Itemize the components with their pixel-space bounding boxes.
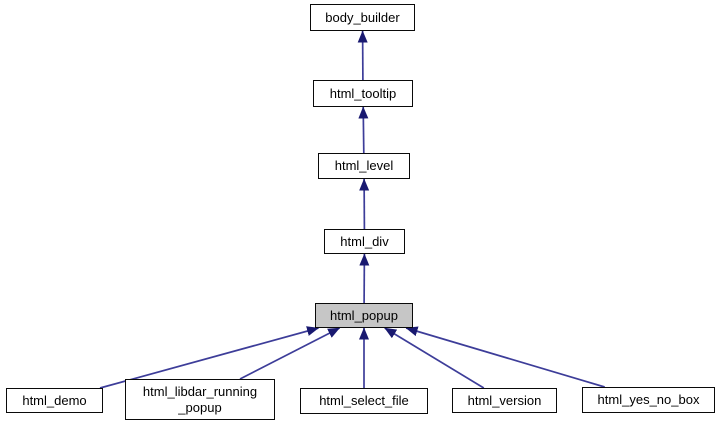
class-node-html_tooltip[interactable]: html_tooltip [313, 80, 413, 107]
class-label: html_popup [330, 307, 398, 323]
class-label: html_level [334, 158, 394, 173]
inheritance-edge-html_yes_no_box-to-html_popup [405, 326, 605, 388]
class-node-html_div[interactable]: html_div [324, 229, 405, 254]
class-label: _popup [178, 399, 222, 415]
inheritance-edge-html_libdar_running_popup-to-html_popup [239, 327, 341, 380]
class-label: html_tooltip [329, 85, 397, 101]
class-node-html_select_file[interactable]: html_select_file [300, 388, 428, 414]
class-node-html_popup: html_popup [315, 303, 413, 328]
class-node-html_yes_no_box[interactable]: html_yes_no_box [582, 387, 715, 413]
inheritance-edge-html_demo-to-html_popup [99, 326, 319, 389]
class-node-html_version[interactable]: html_version [452, 388, 557, 413]
inheritance-edge-html_level-to-html_tooltip [358, 106, 369, 154]
class-node-html_demo[interactable]: html_demo [6, 388, 103, 413]
class-label: html_libdar_running [142, 383, 258, 399]
class-node-html_libdar_running_popup[interactable]: html_libdar_running_popup [125, 379, 275, 420]
inheritance-edge-html_version-to-html_popup [384, 327, 485, 389]
class-label: html_div [340, 233, 389, 249]
class-node-body_builder[interactable]: body_builder [310, 4, 415, 31]
class-label: html_demo [22, 392, 87, 408]
class-node-html_level[interactable]: html_level [318, 153, 410, 179]
class-label: body_builder [325, 9, 400, 25]
class-label: html_version [467, 392, 542, 408]
class-label: html_yes_no_box [597, 392, 700, 407]
class-label: html_select_file [319, 393, 409, 408]
